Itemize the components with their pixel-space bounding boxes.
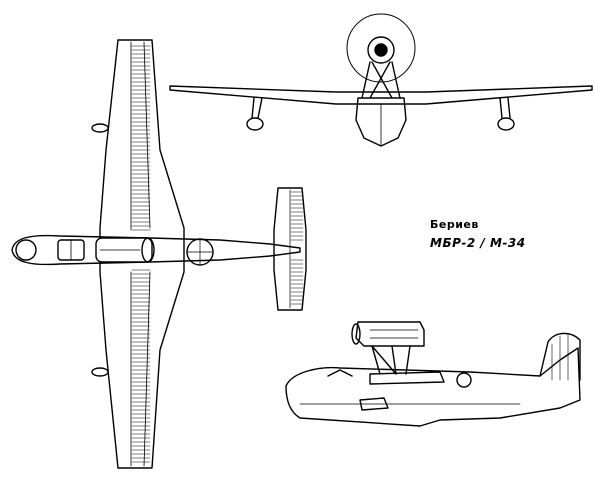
side-cockpit-canopy (327, 369, 353, 377)
side-dorsal-turret (456, 372, 472, 388)
front-view (169, 13, 593, 147)
side-view-hull (285, 347, 581, 427)
left-float-strut (251, 97, 263, 119)
propeller-hub (351, 323, 361, 345)
nose-gun-turret (15, 239, 37, 261)
front-view-wing (169, 85, 593, 105)
top-view-hull (11, 234, 301, 266)
designation-caption: МБР-2 / М-34 (430, 236, 526, 250)
top-view-wing (99, 39, 185, 469)
designer-caption: Бериев (430, 218, 479, 231)
fin-panel-lines (551, 333, 569, 381)
engine-pylon (361, 61, 401, 99)
left-float (246, 117, 264, 131)
tail-fin (539, 332, 581, 381)
horizontal-tail (273, 187, 307, 311)
tail-panel-lines (290, 191, 304, 305)
side-view-engine (355, 321, 425, 347)
right-float (497, 117, 515, 131)
engine-radiator (141, 237, 155, 263)
side-wingtip-float (359, 397, 389, 411)
right-float-strut (499, 97, 511, 119)
right-wingtip-float (91, 367, 109, 377)
propeller-disc (346, 13, 416, 83)
side-view (285, 321, 581, 427)
side-engine-pylon (371, 345, 411, 375)
front-view-hull (355, 97, 407, 147)
top-view (11, 39, 307, 469)
left-wingtip-float (91, 123, 109, 133)
side-view-wing (369, 371, 445, 385)
